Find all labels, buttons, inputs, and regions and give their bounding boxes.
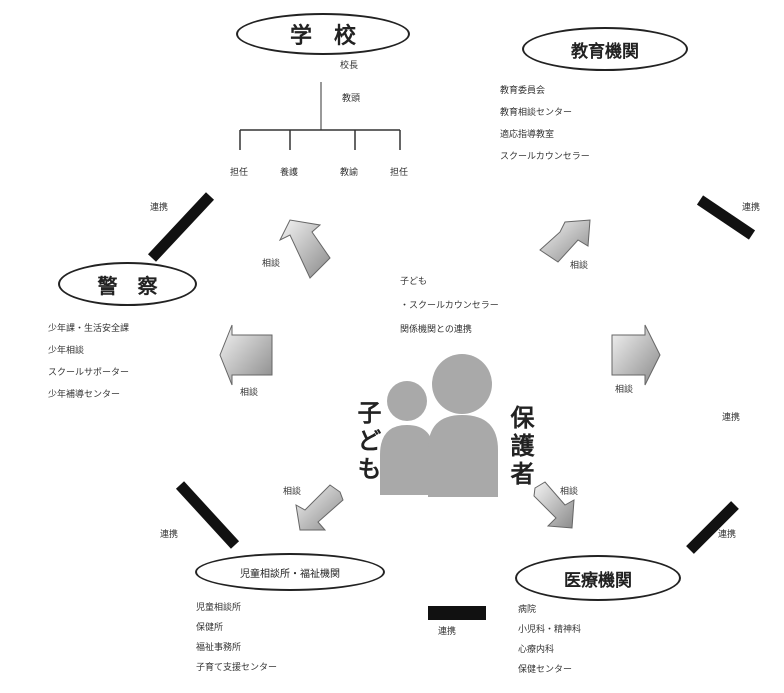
arrow-label-police: 相談 xyxy=(240,388,259,398)
child-body xyxy=(380,425,434,495)
child-guidance-item: 福祉事務所 xyxy=(196,643,242,653)
arrow-to-right xyxy=(611,324,661,386)
school-staff-3: 教諭 xyxy=(340,168,359,178)
node-school: 学 校 xyxy=(236,13,410,55)
school-staff-4: 担任 xyxy=(390,168,409,178)
police-item: スクールサポーター xyxy=(48,368,130,378)
node-police: 警 察 xyxy=(58,262,197,306)
school-staff-vice: 教頭 xyxy=(342,94,361,104)
link-bar-school-police xyxy=(147,192,215,262)
police-item: 少年相談 xyxy=(48,346,85,356)
node-child-guidance-label: 児童相談所・福祉機関 xyxy=(240,568,340,580)
node-education-label: 教育機関 xyxy=(571,41,639,62)
arrow-to-welfare xyxy=(295,484,344,531)
link-label-welfare-medical: 連携 xyxy=(438,627,457,637)
arrow-label-medical: 相談 xyxy=(560,487,579,497)
medical-items: 病院 小児科・精神科 心療内科 保健センター xyxy=(518,600,581,680)
medical-item: 心療内科 xyxy=(518,645,555,655)
link-bar-police-welfare xyxy=(175,481,240,549)
center-text: 子ども ・スクールカウンセラー 関係機関との連携 xyxy=(400,270,499,342)
link-bar-medical-right xyxy=(686,501,739,554)
arrow-label-right: 相談 xyxy=(615,385,634,395)
center-text-line: ・スクールカウンセラー xyxy=(400,301,499,311)
arrow-label-education: 相談 xyxy=(570,261,589,271)
school-staff-1: 担任 xyxy=(230,168,249,178)
school-staff-principal: 校長 xyxy=(340,61,359,71)
link-label-medical-right: 連携 xyxy=(718,530,737,540)
arrow-to-police xyxy=(219,324,273,386)
child-guidance-items: 児童相談所 保健所 福祉事務所 子育て支援センター xyxy=(196,598,277,678)
child-guidance-item: 児童相談所 xyxy=(196,603,242,613)
medical-item: 病院 xyxy=(518,605,537,615)
node-child-guidance: 児童相談所・福祉機関 xyxy=(195,553,385,591)
child-guidance-item: 子育て支援センター xyxy=(196,663,278,673)
guardian-body xyxy=(428,415,498,497)
node-police-label: 警 察 xyxy=(97,273,158,298)
link-label-school-police: 連携 xyxy=(150,203,169,213)
link-bar-education-right xyxy=(696,195,756,240)
education-item: スクールカウンセラー xyxy=(500,152,590,162)
police-item: 少年課・生活安全課 xyxy=(48,324,130,334)
center-text-line: 子ども xyxy=(400,277,428,287)
education-item: 教育委員会 xyxy=(500,86,546,96)
link-bar-welfare-medical xyxy=(428,606,486,620)
arrow-to-education xyxy=(539,219,591,263)
node-medical-label: 医療機関 xyxy=(564,570,632,591)
medical-item: 小児科・精神科 xyxy=(518,625,582,635)
guardian-label: 保護者 xyxy=(506,405,534,489)
link-label-right-side: 連携 xyxy=(722,413,741,423)
node-medical: 医療機関 xyxy=(515,555,681,601)
education-items: 教育委員会 教育相談センター 適応指導教室 スクールカウンセラー xyxy=(500,80,590,168)
arrow-label-welfare: 相談 xyxy=(283,487,302,497)
child-label: 子ども xyxy=(353,400,381,484)
police-item: 少年補導センター xyxy=(48,390,121,400)
arrow-to-medical xyxy=(533,481,575,529)
node-education-agency: 教育機関 xyxy=(522,27,688,71)
school-staff-2: 養護 xyxy=(280,168,299,178)
arrow-to-school xyxy=(278,219,331,279)
child-guidance-item: 保健所 xyxy=(196,623,224,633)
arrow-label-school: 相談 xyxy=(262,259,281,269)
education-item: 適応指導教室 xyxy=(500,130,555,140)
child-head xyxy=(387,381,427,421)
guardian-head xyxy=(432,354,492,414)
link-label-education-right: 連携 xyxy=(742,203,761,213)
node-school-label: 学 校 xyxy=(289,24,356,49)
center-text-line: 関係機関との連携 xyxy=(400,325,472,335)
police-items: 少年課・生活安全課 少年相談 スクールサポーター 少年補導センター xyxy=(48,318,129,406)
medical-item: 保健センター xyxy=(518,665,573,675)
education-item: 教育相談センター xyxy=(500,108,573,118)
link-label-police-welfare: 連携 xyxy=(160,530,179,540)
